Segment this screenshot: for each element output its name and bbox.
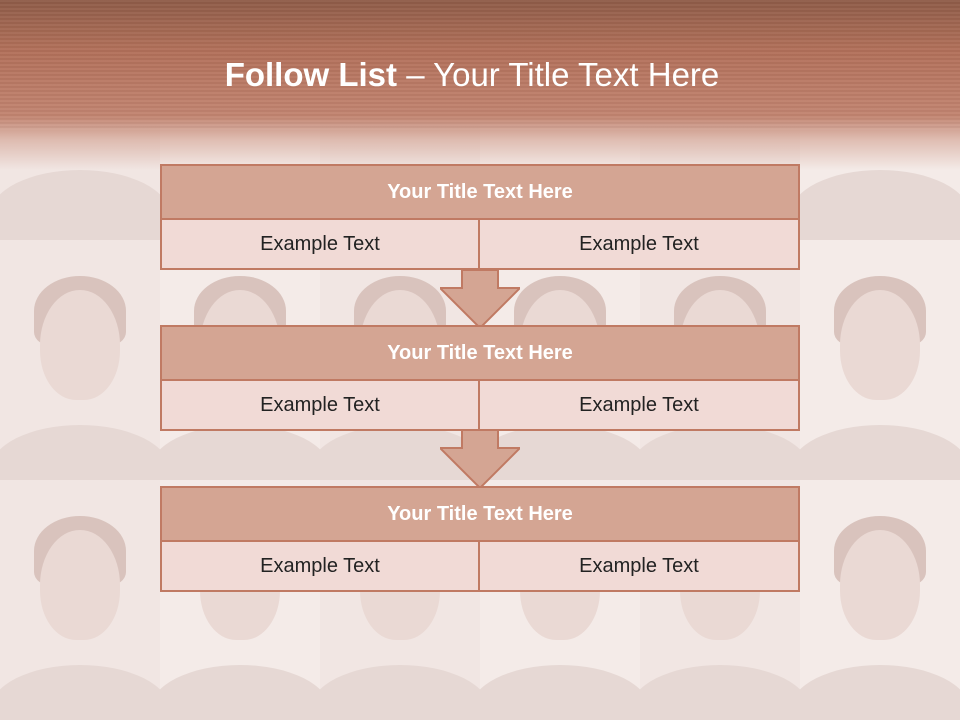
block-cell-right: Example Text xyxy=(480,542,800,592)
block-title: Your Title Text Here xyxy=(160,486,800,542)
block-cell-right: Example Text xyxy=(480,381,800,431)
down-arrow-icon xyxy=(440,430,520,490)
block-title: Your Title Text Here xyxy=(160,164,800,220)
block-cell-left: Example Text xyxy=(160,220,480,270)
block-cell-right: Example Text xyxy=(480,220,800,270)
background-photo xyxy=(0,240,160,480)
header-texture xyxy=(0,0,960,130)
follow-block-1: Your Title Text Here Example Text Exampl… xyxy=(160,164,800,270)
block-row: Example Text Example Text xyxy=(160,542,800,592)
slide-title-bold: Follow List xyxy=(224,56,407,93)
background-photo xyxy=(800,480,960,720)
down-arrow-icon xyxy=(440,270,520,330)
block-row: Example Text Example Text xyxy=(160,220,800,270)
follow-block-2: Your Title Text Here Example Text Exampl… xyxy=(160,325,800,431)
slide-title-rest: – Your Title Text Here xyxy=(406,56,720,93)
slide-title: Follow List – Your Title Text Here xyxy=(0,52,944,98)
background-photo xyxy=(0,480,160,720)
header-band xyxy=(0,0,960,170)
follow-block-3: Your Title Text Here Example Text Exampl… xyxy=(160,486,800,592)
background-photo xyxy=(800,240,960,480)
block-row: Example Text Example Text xyxy=(160,381,800,431)
block-title: Your Title Text Here xyxy=(160,325,800,381)
block-cell-left: Example Text xyxy=(160,542,480,592)
block-cell-left: Example Text xyxy=(160,381,480,431)
